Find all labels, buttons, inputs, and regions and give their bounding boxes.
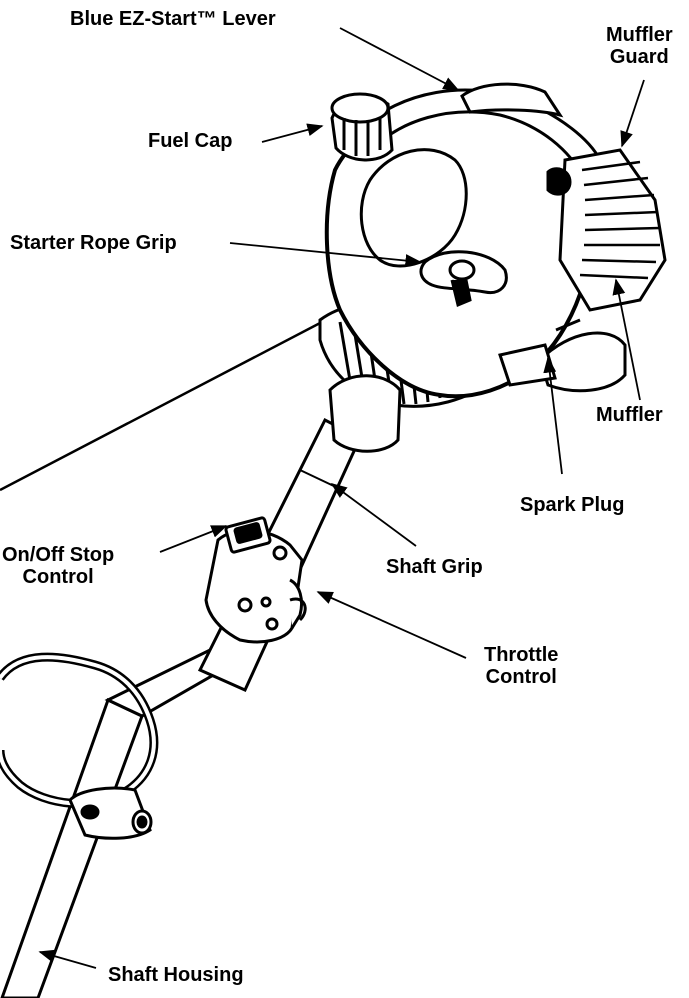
label-ez-start-lever: Blue EZ-Start™ Lever	[70, 8, 276, 30]
label-muffler-guard-line2: Guard	[609, 46, 669, 68]
throttle-housing	[204, 516, 307, 644]
fuel-cap	[330, 92, 394, 162]
detail-break-line	[0, 320, 323, 492]
label-muffler-guard-line1: Muffler	[606, 24, 673, 46]
label-starter-rope-grip: Starter Rope Grip	[10, 232, 177, 254]
label-shaft-housing: Shaft Housing	[108, 964, 244, 986]
label-throttle-line1: Throttle	[484, 644, 559, 666]
label-throttle-control: Throttle Control	[484, 644, 558, 688]
muffler-assembly	[498, 148, 667, 393]
label-fuel-cap: Fuel Cap	[148, 130, 233, 152]
leader-arrows	[38, 27, 645, 969]
label-on-off-line1: On/Off Stop	[2, 544, 115, 566]
d-handle	[0, 652, 159, 840]
label-on-off-line2: Control	[22, 566, 94, 588]
engine-body	[318, 88, 602, 453]
label-on-off-stop-control: On/Off Stop Control	[2, 544, 114, 588]
label-throttle-line2: Control	[485, 666, 557, 688]
ez-start-lever	[460, 82, 564, 118]
label-spark-plug: Spark Plug	[520, 494, 625, 516]
label-muffler: Muffler	[596, 404, 663, 426]
label-shaft-grip: Shaft Grip	[386, 556, 483, 578]
label-muffler-guard: Muffler Guard	[606, 24, 673, 68]
